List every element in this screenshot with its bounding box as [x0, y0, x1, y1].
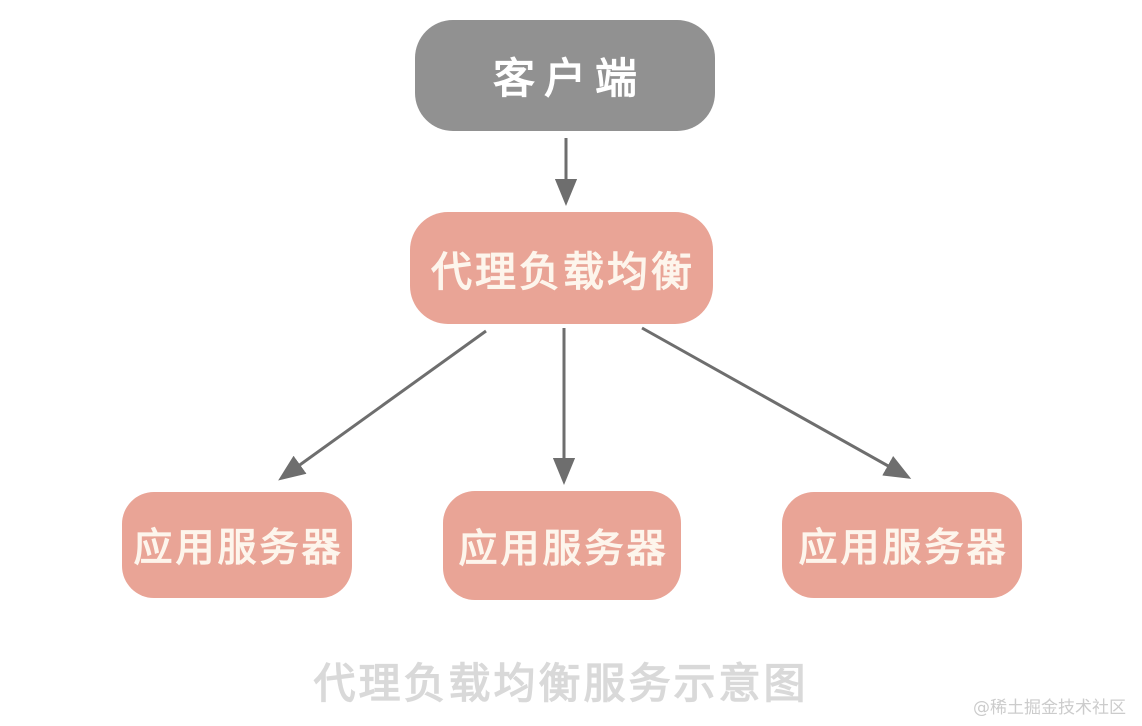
watermark: @稀土掘金技术社区 — [973, 698, 1126, 718]
proxy-load-balancer-node: 代理负载均衡 — [410, 212, 713, 324]
arrow-proxy-to-server3 — [641, 326, 912, 479]
app-server-node-1: 应用服务器 — [122, 492, 352, 598]
app-server-node-2: 应用服务器 — [443, 491, 681, 600]
arrow-proxy-to-server1 — [278, 329, 487, 481]
diagram-caption: 代理负载均衡服务示意图 — [313, 659, 809, 708]
client-node: 客户端 — [415, 20, 715, 131]
app-server-node-3: 应用服务器 — [782, 492, 1022, 598]
